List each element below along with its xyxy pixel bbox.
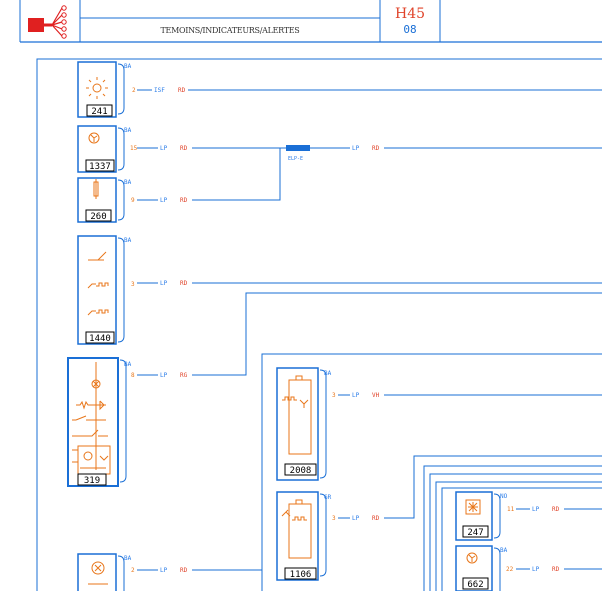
color-code: NO bbox=[500, 493, 508, 500]
lamp-sun-icon bbox=[86, 77, 108, 99]
connector-logo-icon bbox=[28, 5, 67, 39]
wire-code: LP bbox=[532, 566, 540, 573]
component-id: 247 bbox=[467, 528, 483, 538]
wire-2008: LP VH bbox=[338, 391, 602, 399]
pin-number: 22 bbox=[506, 566, 514, 573]
component-241[interactable]: 241 BA 2 bbox=[77, 61, 136, 118]
heater-icon bbox=[282, 375, 312, 455]
pin-number: 2 bbox=[132, 87, 136, 94]
color-code: BA bbox=[124, 361, 132, 368]
sensor-icon bbox=[281, 499, 312, 559]
component-1440[interactable]: 1440 BA 3 bbox=[77, 235, 135, 345]
color-code: BA bbox=[124, 63, 132, 70]
wire-dest: RD bbox=[180, 280, 188, 287]
lamp-star-icon bbox=[465, 499, 481, 515]
fuse-icon bbox=[93, 179, 99, 199]
fan-icon bbox=[466, 552, 478, 564]
wire-code: LP bbox=[160, 197, 168, 204]
color-code: BA bbox=[324, 370, 332, 377]
wire-motor: LP RD bbox=[137, 566, 262, 574]
wire-dest: RD bbox=[180, 197, 188, 204]
wire-319: LP RG bbox=[137, 292, 602, 379]
color-code: BA bbox=[124, 127, 132, 134]
wire-1337: LP RD LP RD bbox=[137, 144, 602, 152]
wire-dest: RD bbox=[552, 566, 560, 573]
component-247[interactable]: 247 NO 11 bbox=[455, 491, 515, 541]
component-2008[interactable]: 2008 BA 3 bbox=[276, 367, 336, 481]
pin-number: 3 bbox=[332, 392, 336, 399]
component-1106[interactable]: 1106 GR 3 bbox=[276, 491, 336, 581]
fan-icon bbox=[88, 132, 100, 144]
wire-code: LP bbox=[352, 392, 360, 399]
component-662[interactable]: 662 BA 22 bbox=[455, 545, 514, 591]
switch-pressure-icon bbox=[87, 251, 109, 316]
wire-code: LP bbox=[532, 506, 540, 513]
component-id: 1337 bbox=[89, 162, 111, 172]
pin-number: 2 bbox=[131, 567, 135, 574]
page-title: TEMOINS/INDICATEURS/ALERTES bbox=[161, 26, 300, 35]
color-code: GR bbox=[324, 494, 332, 501]
wire-1106: LP RD bbox=[338, 455, 602, 522]
wire-code: LP bbox=[160, 145, 168, 152]
component-motor-partial[interactable]: BA 2 bbox=[77, 553, 135, 591]
wire-247: LP RD bbox=[516, 505, 602, 513]
bus-line bbox=[261, 353, 602, 591]
wire-662: LP RD bbox=[516, 565, 602, 573]
component-id: 260 bbox=[90, 212, 106, 222]
wire-dest: VH bbox=[372, 392, 380, 399]
component-id: 1106 bbox=[290, 570, 312, 580]
wire-dest: RD bbox=[372, 515, 380, 522]
component-319[interactable]: 319 BA 8 bbox=[67, 357, 135, 487]
wire-dest: RD bbox=[180, 567, 188, 574]
pin-number: 11 bbox=[507, 506, 515, 513]
pin-number: 9 bbox=[131, 197, 135, 204]
wire-dest: RD bbox=[372, 145, 380, 152]
component-260[interactable]: 260 BA 9 bbox=[77, 177, 135, 223]
pin-number: 3 bbox=[332, 515, 336, 522]
wire-code: LP bbox=[352, 515, 360, 522]
wire-code: LP bbox=[160, 567, 168, 574]
header: TEMOINS/INDICATEURS/ALERTES H45 08 bbox=[19, 0, 602, 43]
component-id: 241 bbox=[91, 107, 107, 117]
wire-dest: RD bbox=[178, 87, 186, 94]
color-code: BA bbox=[124, 179, 132, 186]
diagram-code: H45 bbox=[395, 6, 425, 22]
wire-dest: RD bbox=[552, 506, 560, 513]
wire-code: ISF bbox=[154, 87, 165, 94]
diagram-subcode: 08 bbox=[403, 23, 416, 36]
right-bus-lines bbox=[423, 465, 602, 591]
component-id: 2008 bbox=[290, 466, 312, 476]
wire-dest: RD bbox=[180, 145, 188, 152]
pin-number: 15 bbox=[130, 145, 138, 152]
wire-dest: RG bbox=[180, 372, 188, 379]
wire-code: LP bbox=[160, 280, 168, 287]
relay-board-icon bbox=[72, 362, 111, 475]
wire-241: ISF RD bbox=[137, 86, 602, 94]
pin-number: 3 bbox=[131, 281, 135, 288]
component-id: 1440 bbox=[89, 334, 111, 344]
wire-260: LP RD bbox=[137, 148, 281, 204]
color-code: BA bbox=[500, 547, 508, 554]
component-1337[interactable]: 1337 BA 15 bbox=[77, 125, 138, 173]
color-code: BA bbox=[124, 237, 132, 244]
pin-number: 8 bbox=[131, 372, 135, 379]
splice-label: ELP-E bbox=[288, 156, 303, 162]
wire-1440: LP RD bbox=[137, 279, 602, 287]
color-code: BA bbox=[124, 555, 132, 562]
diagram-frame bbox=[36, 58, 602, 591]
wire-code: LP bbox=[160, 372, 168, 379]
splice-elp-e[interactable]: ELP-E bbox=[286, 145, 310, 162]
wire-code: LP bbox=[352, 145, 360, 152]
motor-icon bbox=[88, 561, 108, 585]
component-id: 319 bbox=[84, 476, 100, 486]
component-id: 662 bbox=[467, 580, 483, 590]
